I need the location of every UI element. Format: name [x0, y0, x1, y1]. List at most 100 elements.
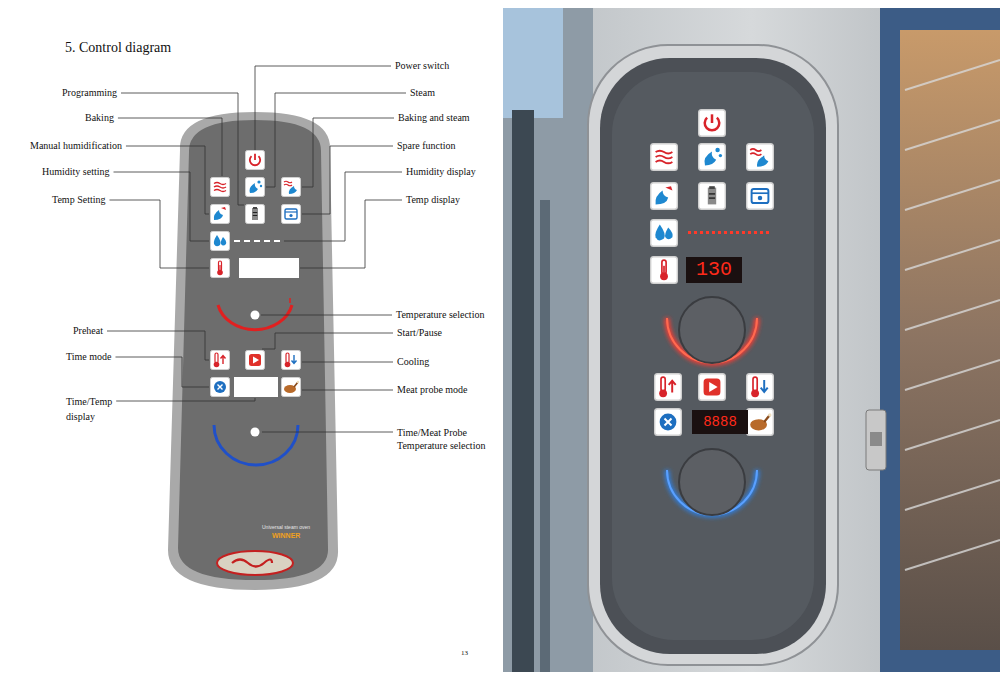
photo-button: [699, 183, 726, 210]
panel-button: [246, 351, 265, 370]
leader-line: [107, 331, 209, 360]
function-label: Start/Pause: [397, 327, 442, 339]
function-label: Power switch: [395, 60, 449, 72]
panel-button: [246, 205, 265, 224]
leader-line: [118, 118, 222, 176]
knob-dial: [289, 298, 291, 303]
led-display: [724, 231, 727, 234]
oven-photo: [870, 432, 882, 446]
leader-line: [114, 172, 210, 241]
leader-line: [300, 200, 402, 268]
panel-button: [282, 378, 301, 397]
panel-button: [211, 151, 301, 397]
leader-line: [266, 93, 406, 187]
function-label: Cooling: [397, 356, 429, 368]
led-display: [700, 231, 703, 234]
page-number: 13: [461, 649, 468, 657]
knob-dial: [218, 305, 292, 330]
leader-line: [302, 118, 394, 187]
leader-line: [284, 172, 402, 241]
function-label: Humidity setting: [42, 166, 110, 178]
leader-line: [121, 93, 244, 205]
panel-button: [246, 178, 265, 197]
panel-button: [282, 178, 301, 197]
photo-button: [651, 183, 678, 210]
oven-photo: [503, 8, 1000, 672]
led-display: [694, 231, 697, 234]
display-window: [244, 240, 250, 242]
oven-photo: [540, 200, 550, 672]
panel-button: [282, 351, 301, 370]
knob-dial: [251, 311, 260, 320]
photo-knob: [679, 297, 745, 363]
knob-dial: [214, 425, 298, 465]
model-name: Universal steam oven: [262, 524, 310, 530]
knob-dial: [297, 426, 299, 431]
function-label: Temp Setting: [52, 194, 105, 206]
led-display: [686, 257, 742, 283]
knob-dial: [251, 428, 260, 437]
display-window: [239, 258, 299, 278]
photo-knob: [679, 449, 745, 515]
oven-photo: [503, 8, 563, 118]
photo-panel-outline: [612, 72, 814, 640]
panel-button: [211, 232, 230, 251]
function-label: Time/Meat Probe Temperature selection: [397, 426, 497, 452]
brand-logo: [217, 551, 293, 575]
display-window: [234, 240, 240, 242]
photo-button: [699, 144, 726, 171]
photo-button: [651, 220, 678, 247]
panel-button: [211, 378, 230, 397]
function-label: Humidity display: [406, 166, 476, 178]
photo-button: [655, 374, 682, 401]
leader-line: [261, 315, 392, 316]
oven-photo: [512, 110, 534, 672]
leader-line: [115, 357, 209, 387]
photo-button: [655, 409, 682, 436]
led-display: [760, 231, 763, 234]
led-display: [754, 231, 757, 234]
function-label: Temperature selection: [396, 309, 484, 321]
panel-button: [246, 151, 265, 170]
display-window: [234, 377, 278, 397]
oven-photo: [503, 8, 593, 672]
photo-button: [747, 409, 774, 436]
led-display: [730, 231, 733, 234]
photo-button: [747, 144, 774, 171]
panel-button: [211, 351, 230, 370]
brand-name: WINNER: [272, 532, 300, 540]
function-label: Temp display: [406, 194, 460, 206]
photo-button: [651, 144, 678, 171]
time-readout: 8888: [692, 414, 748, 431]
control-panel-outline: [168, 112, 338, 590]
leader-line: [126, 146, 209, 214]
photo-button: [747, 374, 774, 401]
led-display: [688, 231, 691, 234]
display-window: [274, 240, 280, 242]
leader-line: [262, 333, 393, 349]
leader-line: [109, 200, 209, 268]
function-label: Spare function: [397, 140, 456, 152]
led-display: [748, 231, 751, 234]
leader-line: [262, 432, 393, 433]
function-label: Steam: [410, 87, 435, 99]
photo-button: [699, 110, 726, 137]
function-label: Baking and steam: [398, 112, 470, 124]
led-display: [692, 410, 748, 434]
photo-button: [651, 110, 774, 436]
photo-panel-outline: [588, 45, 838, 665]
led-display: [766, 231, 769, 234]
leader-line: [116, 398, 255, 401]
display-window: [234, 240, 299, 397]
section-title: 5. Control diagram: [65, 40, 171, 56]
photo-panel-outline: [600, 58, 826, 654]
leader-line: [302, 362, 393, 363]
led-display: [712, 231, 715, 234]
function-label: Programming: [62, 87, 117, 99]
led-display: [706, 231, 709, 234]
led-display: [736, 231, 739, 234]
